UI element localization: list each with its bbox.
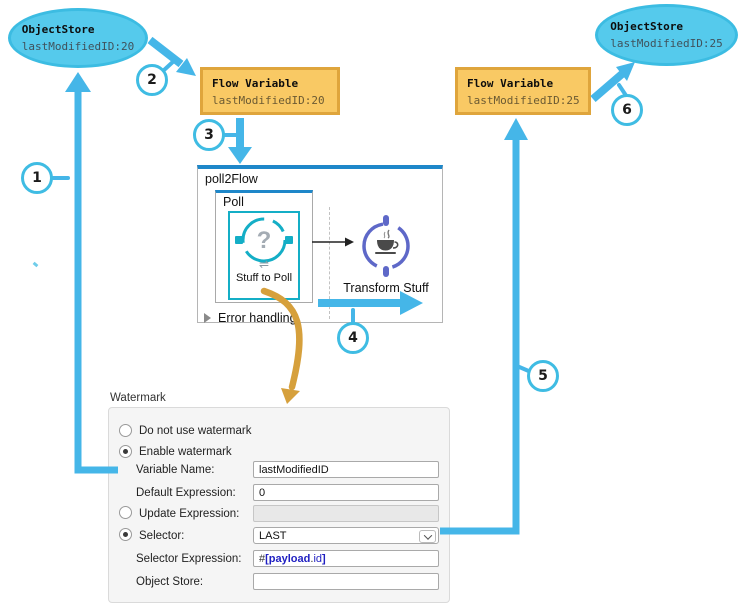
stuff-to-poll-label: Stuff to Poll <box>235 272 293 284</box>
object-store-label: Object Store: <box>136 576 204 588</box>
variable-name-label: Variable Name: <box>136 464 215 476</box>
poll-scope[interactable]: Poll ? ⇌ Stuff to Poll <box>215 190 313 303</box>
expr-hash: # <box>259 553 266 565</box>
svg-text:?: ? <box>257 227 272 254</box>
enable-watermark-radio[interactable] <box>119 445 132 458</box>
watermark-section-title: Watermark <box>110 392 166 404</box>
selector-expression-input[interactable]: #[payload.id] <box>253 550 439 567</box>
expr-dot: . <box>310 553 314 565</box>
flow-variable-before-node: Flow Variable lastModifiedID:20 <box>200 67 340 115</box>
stray-mark <box>32 261 39 268</box>
objectstore-value: lastModifiedID:20 <box>21 40 135 53</box>
update-expression-radio[interactable] <box>119 506 132 519</box>
poll-scope-label: Poll <box>223 195 244 209</box>
object-store-input[interactable] <box>253 573 439 590</box>
chevron-down-icon <box>423 530 432 540</box>
stuff-to-poll-node[interactable]: ? ⇌ Stuff to Poll <box>228 211 300 300</box>
objectstore-value: lastModifiedID:25 <box>610 37 723 50</box>
expr-close-bracket: ] <box>322 553 326 565</box>
expr-open-bracket: [ <box>265 553 269 565</box>
expr-prop: id <box>313 553 322 565</box>
step5-arrow <box>440 118 533 535</box>
do-not-use-watermark-radio[interactable] <box>119 424 132 437</box>
flow-variable-after-node: Flow Variable lastModifiedID:25 <box>455 67 591 115</box>
update-expression-label: Update Expression: <box>139 508 240 520</box>
default-expression-label: Default Expression: <box>136 487 236 499</box>
update-expression-input <box>253 505 439 522</box>
objectstore-before-text: ObjectStore lastModifiedID:20 <box>22 21 135 55</box>
enable-watermark-label: Enable watermark <box>139 446 232 458</box>
selector-expression-label: Selector Expression: <box>136 553 242 565</box>
expand-arrow-icon <box>204 313 211 323</box>
error-handling-label: Error handling <box>218 311 297 325</box>
selector-label: Selector: <box>139 530 185 542</box>
objectstore-before-node: ObjectStore lastModifiedID:20 <box>8 8 148 68</box>
stuff-to-poll-icon: ? ⇌ <box>235 217 293 271</box>
selector-dropdown[interactable]: LAST <box>253 527 439 544</box>
flow-name-label: poll2Flow <box>205 172 258 186</box>
flow-variable-title: Flow Variable <box>467 77 554 90</box>
transform-stuff-icon <box>362 215 410 277</box>
flow-container-poll2flow: poll2Flow Poll ? ⇌ Stuff to Poll <box>197 165 443 325</box>
default-expression-value: 0 <box>259 487 266 499</box>
step-badge-3: 3 <box>193 119 225 151</box>
step-badge-1: 1 <box>21 162 53 194</box>
step-badge-2: 2 <box>136 64 168 96</box>
selector-value: LAST <box>259 530 287 542</box>
objectstore-title: ObjectStore <box>21 22 95 36</box>
expr-payload: payload <box>268 553 311 565</box>
transform-stuff-label: Transform Stuff <box>343 281 429 295</box>
step3-arrow <box>223 118 252 164</box>
step-badge-6: 6 <box>611 94 643 126</box>
transform-stuff-node[interactable] <box>360 215 412 282</box>
do-not-use-watermark-label: Do not use watermark <box>139 425 252 437</box>
svg-text:⇌: ⇌ <box>259 257 269 271</box>
flow-separator <box>329 207 330 319</box>
step-badge-4: 4 <box>337 322 369 354</box>
flow-variable-title: Flow Variable <box>212 77 299 90</box>
variable-name-value: lastModifiedID <box>259 464 329 476</box>
error-handling-toggle[interactable]: Error handling <box>204 311 297 325</box>
dropdown-chevron-button[interactable] <box>419 530 436 543</box>
step-badge-5: 5 <box>527 360 559 392</box>
flow-variable-value: lastModifiedID:25 <box>467 94 580 108</box>
flow-variable-value: lastModifiedID:20 <box>212 94 325 108</box>
default-expression-input[interactable]: 0 <box>253 484 439 501</box>
selector-radio[interactable] <box>119 528 132 541</box>
objectstore-after-text: ObjectStore lastModifiedID:25 <box>610 18 723 52</box>
variable-name-input[interactable]: lastModifiedID <box>253 461 439 478</box>
watermark-panel: Do not use watermark Enable watermark Va… <box>108 407 450 603</box>
objectstore-after-node: ObjectStore lastModifiedID:25 <box>595 4 738 66</box>
objectstore-title: ObjectStore <box>610 19 684 33</box>
